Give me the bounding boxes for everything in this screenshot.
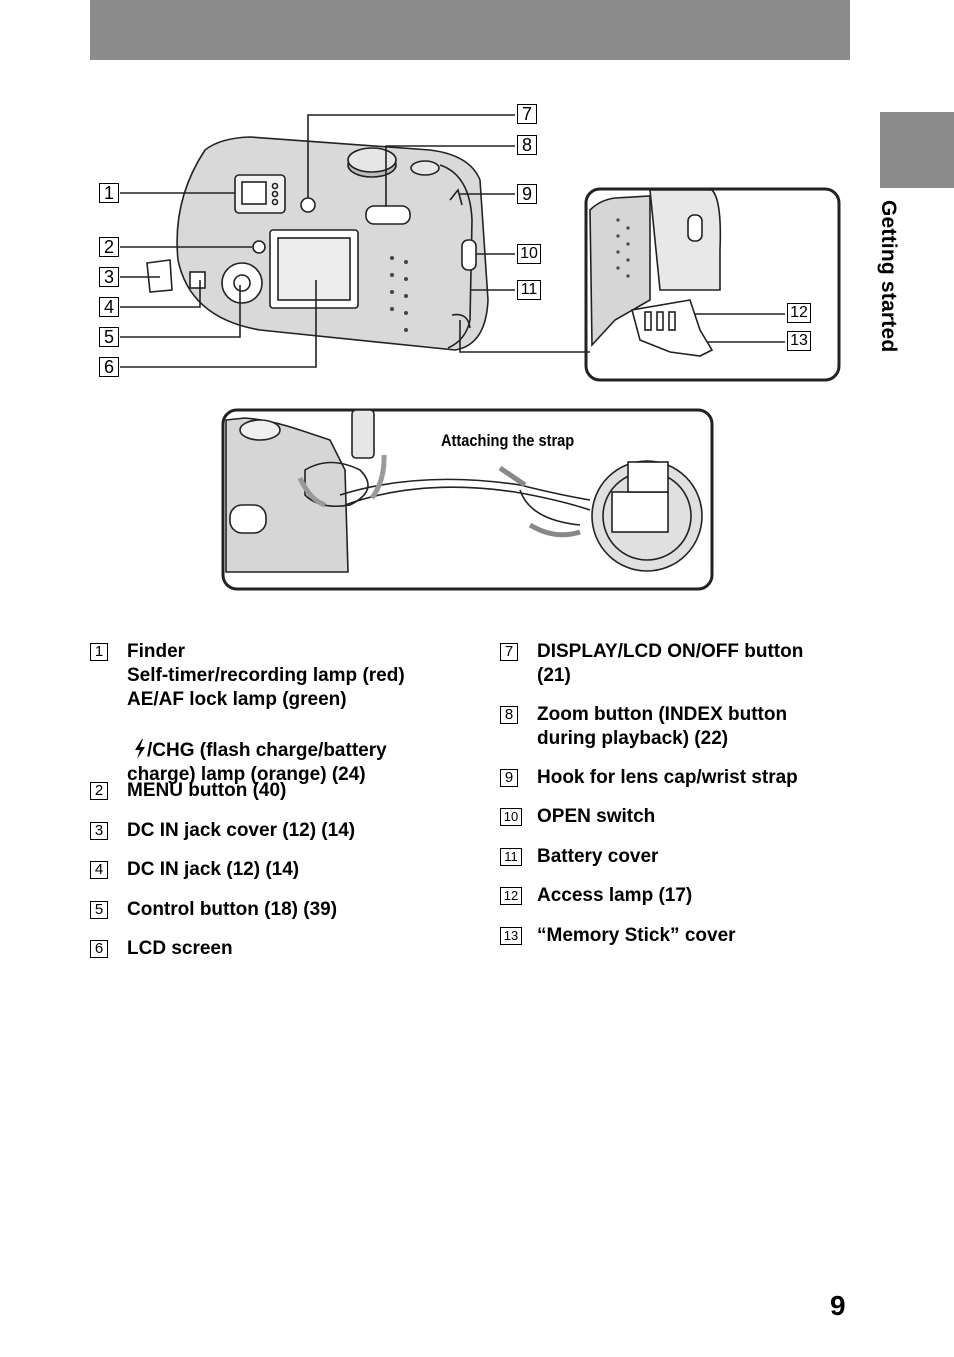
legend-text: DC IN jack (12) (14) xyxy=(127,859,300,880)
legend-text: OPEN switch xyxy=(537,806,656,827)
legend-right: 7 DISPLAY/LCD ON/OFF button (21) 8 Zoom … xyxy=(500,640,860,950)
legend-num: 2 xyxy=(90,782,108,800)
legend-text: “Memory Stick” cover xyxy=(537,925,736,946)
legend-item-1: 1 Finder Self-timer/recording lamp (red)… xyxy=(90,640,450,785)
callout-11: 11 xyxy=(517,280,541,300)
legend-num: 5 xyxy=(90,901,108,919)
callout-13: 13 xyxy=(787,331,811,351)
legend-left: 1 Finder Self-timer/recording lamp (red)… xyxy=(90,640,470,970)
legend-text-extra: /CHG (flash charge/battery charge) lamp … xyxy=(127,740,387,785)
flash-icon xyxy=(135,739,145,759)
legend-text: Control button (18) (39) xyxy=(127,899,338,920)
zoom-lever xyxy=(365,205,411,225)
legend-text: Zoom button (INDEX button during playbac… xyxy=(537,704,788,749)
callout-3: 3 xyxy=(99,267,119,287)
legend-num: 10 xyxy=(500,808,522,826)
legend-num: 1 xyxy=(90,643,108,661)
legend-num: 7 xyxy=(500,643,518,661)
strap-inset xyxy=(221,408,714,591)
legend-text: Access lamp (17) xyxy=(537,885,693,906)
camera-illustration xyxy=(120,114,841,591)
memory-stick-inset xyxy=(584,187,841,382)
legend-text: Finder Self-timer/recording lamp (red) A… xyxy=(127,641,405,710)
section-tab-marker xyxy=(880,112,954,188)
callout-8: 8 xyxy=(517,135,537,155)
control-pad xyxy=(221,262,263,304)
legend-text: LCD screen xyxy=(127,938,233,959)
legend-text: DC IN jack cover (12) (14) xyxy=(127,820,356,841)
display-button-shape xyxy=(300,197,316,213)
callout-10: 10 xyxy=(517,244,541,264)
legend-num: 4 xyxy=(90,861,108,879)
callout-12: 12 xyxy=(787,303,811,323)
legend-num: 6 xyxy=(90,940,108,958)
legend-text: Hook for lens cap/wrist strap xyxy=(537,767,798,788)
callout-9: 9 xyxy=(517,184,537,204)
callout-4: 4 xyxy=(99,297,119,317)
callout-7: 7 xyxy=(517,104,537,124)
callout-6: 6 xyxy=(99,357,119,377)
legend-num: 12 xyxy=(500,887,522,905)
callout-2: 2 xyxy=(99,237,119,257)
legend-num: 11 xyxy=(500,848,522,866)
legend-num: 3 xyxy=(90,822,108,840)
legend-num: 9 xyxy=(500,769,518,787)
page-number: 9 xyxy=(830,1290,846,1321)
callout-1: 1 xyxy=(99,183,119,203)
legend-text: MENU button (40) xyxy=(127,780,287,801)
callout-5: 5 xyxy=(99,327,119,347)
legend-text: DISPLAY/LCD ON/OFF button (21) xyxy=(537,641,804,686)
legend-num: 8 xyxy=(500,706,518,724)
strap-caption: Attaching the strap xyxy=(441,431,575,450)
legend-text-extra-wrap: /CHG (flash charge/battery charge) lamp … xyxy=(127,715,387,787)
legend-num: 13 xyxy=(500,927,522,945)
legend-text: Battery cover xyxy=(537,846,659,867)
header-bar xyxy=(90,0,850,60)
